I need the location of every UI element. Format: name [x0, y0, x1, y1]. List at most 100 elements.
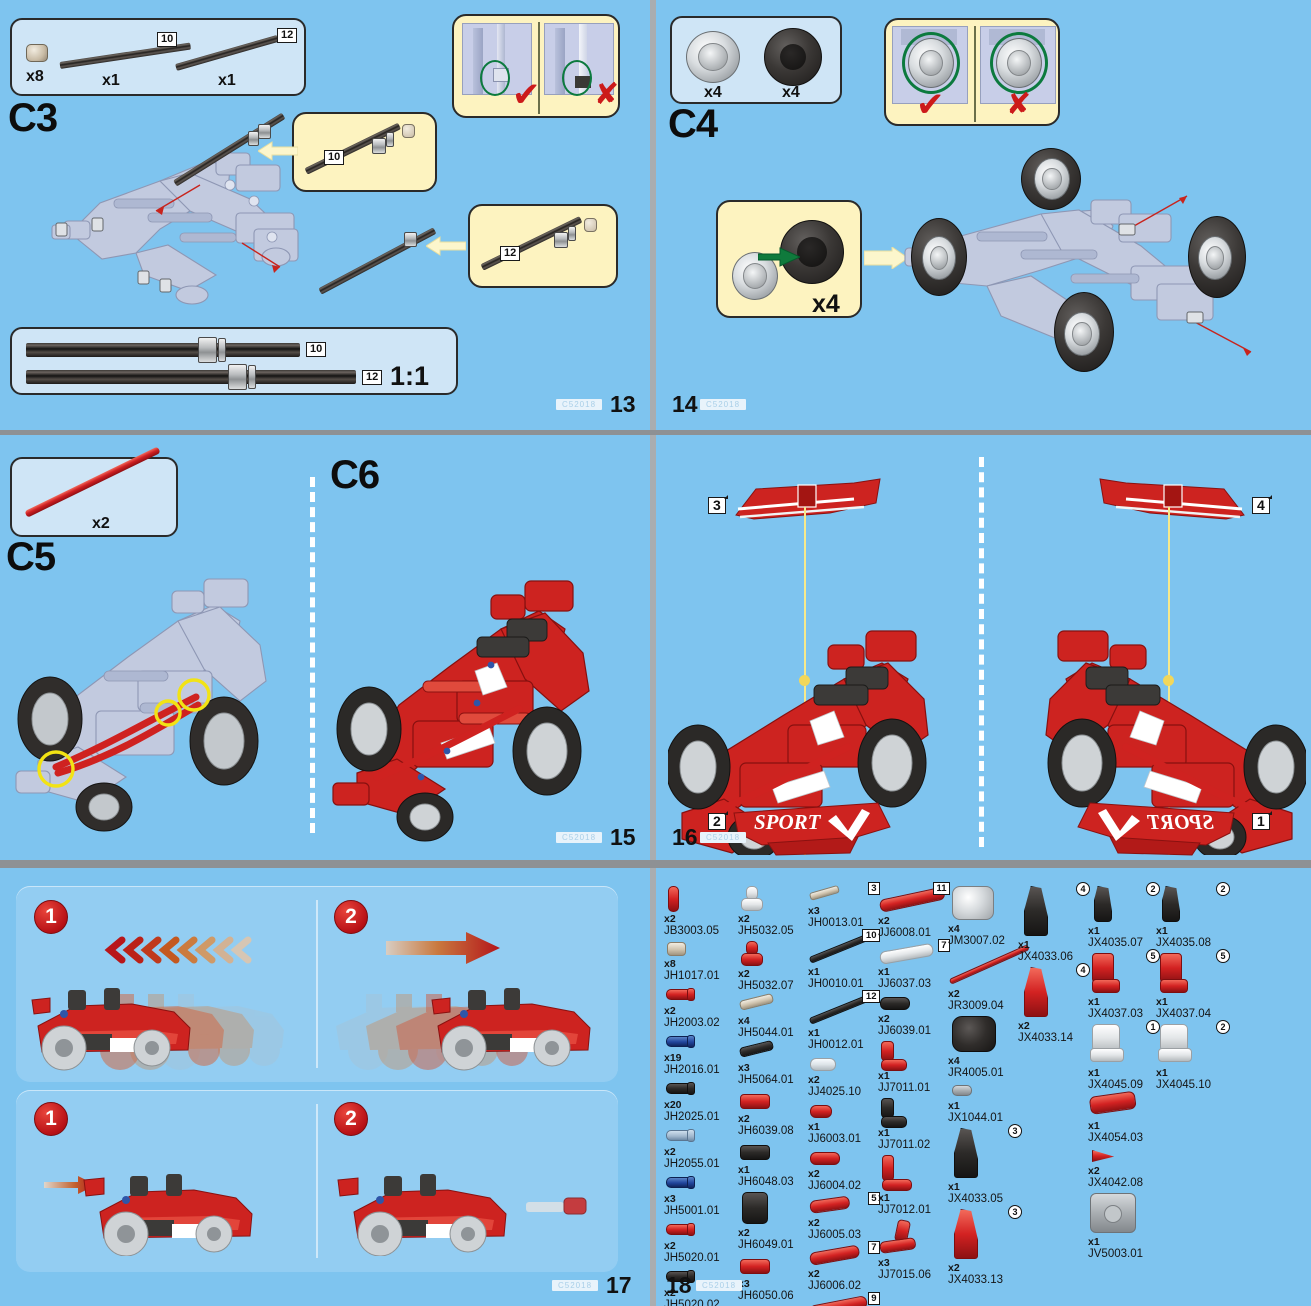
verify-bad-highlight — [562, 60, 592, 96]
part-glyph — [664, 1172, 738, 1194]
part-quantity: x2 — [1018, 1020, 1030, 1032]
function-step-2b: 2 — [334, 1102, 368, 1136]
part-glyph — [738, 884, 808, 914]
page-14-wheel-front-left-rim — [922, 236, 956, 280]
part-glyph — [664, 984, 738, 1006]
page-16-decal-left: SPORT — [732, 797, 894, 857]
part-quantity: x1 — [1156, 1067, 1168, 1079]
page-13-callout-tag-10: 10 — [324, 150, 345, 165]
part-sticker-circle: 2 — [1216, 882, 1230, 896]
part-quantity: x1 — [1088, 1120, 1100, 1132]
part-glyph: 5 — [808, 1192, 880, 1218]
part-code: JH2055.01 — [664, 1158, 720, 1170]
page-17-function-box-bottom: 1 — [16, 1090, 618, 1272]
part-code: JH2025.01 — [664, 1111, 720, 1123]
part-glyph — [738, 1039, 808, 1063]
part-code: JH6039.08 — [738, 1125, 794, 1137]
row-gap-1 — [0, 430, 1311, 435]
verify-ok-mark-14: ✔ — [916, 85, 945, 125]
part-quantity: x19 — [664, 1052, 682, 1064]
part-tag-10: 10 — [157, 32, 178, 47]
part-code: JX4042.08 — [1088, 1177, 1143, 1189]
page-16-guide-dot-right — [1163, 675, 1174, 686]
page-16-wing-right — [1096, 477, 1246, 525]
page-15-c6-illustration — [325, 553, 625, 843]
part-quantity: x2 — [878, 915, 890, 927]
part-code: JH0013.01 — [808, 917, 864, 929]
part-code: JH2016.01 — [664, 1064, 720, 1076]
part-code: JX4054.03 — [1088, 1132, 1143, 1144]
part-quantity: x1 — [1088, 1067, 1100, 1079]
page-13-callout-arrow-12 — [426, 236, 466, 256]
page-13-callout-tag-12: 12 — [500, 246, 521, 261]
page-13-step-label: C3 — [8, 96, 58, 140]
part-code: JB3003.05 — [664, 925, 719, 937]
part-code: JJ7015.06 — [878, 1269, 932, 1281]
part-code: JX4033.13 — [948, 1274, 1003, 1286]
function-step-1a: 1 — [34, 900, 68, 934]
part-number-tag: 7 — [937, 939, 950, 952]
part-quantity: x1 — [878, 1070, 890, 1082]
part-glyph — [948, 1014, 1020, 1056]
part-code: JH6048.03 — [738, 1176, 794, 1188]
part-bush — [26, 44, 48, 62]
part-code: JJ4025.10 — [808, 1086, 862, 1098]
part-glyph — [664, 1266, 738, 1288]
part-glyph: 2 — [1156, 1020, 1230, 1068]
function-step-1b: 1 — [34, 1102, 68, 1136]
part-quantity: x2 — [664, 1240, 676, 1252]
page-15-number: 15 — [610, 824, 636, 850]
part-quantity: x3 — [808, 905, 820, 917]
part-glyph — [948, 1081, 1020, 1101]
page-15-step-label-c5: C5 — [6, 535, 56, 579]
part-quantity: x20 — [664, 1099, 682, 1111]
part-glyph: 2 — [1088, 882, 1160, 926]
part-sticker-circle: 3 — [1008, 1205, 1022, 1219]
part-glyph: 5 — [1156, 949, 1230, 997]
page-17-number: 17 — [606, 1272, 632, 1298]
verify-bad-mark: ✘ — [594, 77, 620, 112]
page-16-sticker-tag-1: 1 — [1252, 811, 1272, 830]
part-code: JX4045.09 — [1088, 1079, 1143, 1091]
part-glyph — [738, 1253, 808, 1279]
push-nose-arrow — [44, 1176, 96, 1194]
verify-bad-mark-14: ✘ — [1006, 87, 1032, 122]
part-glyph: 10 — [808, 929, 880, 967]
part-code: JH5032.07 — [738, 980, 794, 992]
part-tag-12: 12 — [277, 28, 298, 43]
part-qty-flex-axle: x2 — [92, 515, 110, 532]
part-quantity: x2 — [738, 1227, 750, 1239]
page-15: x2 C5 C6 — [0, 435, 650, 860]
part-quantity: x3 — [738, 1062, 750, 1074]
panel-gap-vertical-2 — [650, 435, 656, 860]
verify-divider-14 — [974, 26, 976, 122]
part-quantity: x2 — [664, 913, 676, 925]
page-16-car-left — [668, 575, 968, 855]
pull-back-chevrons — [104, 936, 252, 964]
part-glyph — [948, 944, 1030, 989]
part-quantity: x1 — [1088, 925, 1100, 937]
